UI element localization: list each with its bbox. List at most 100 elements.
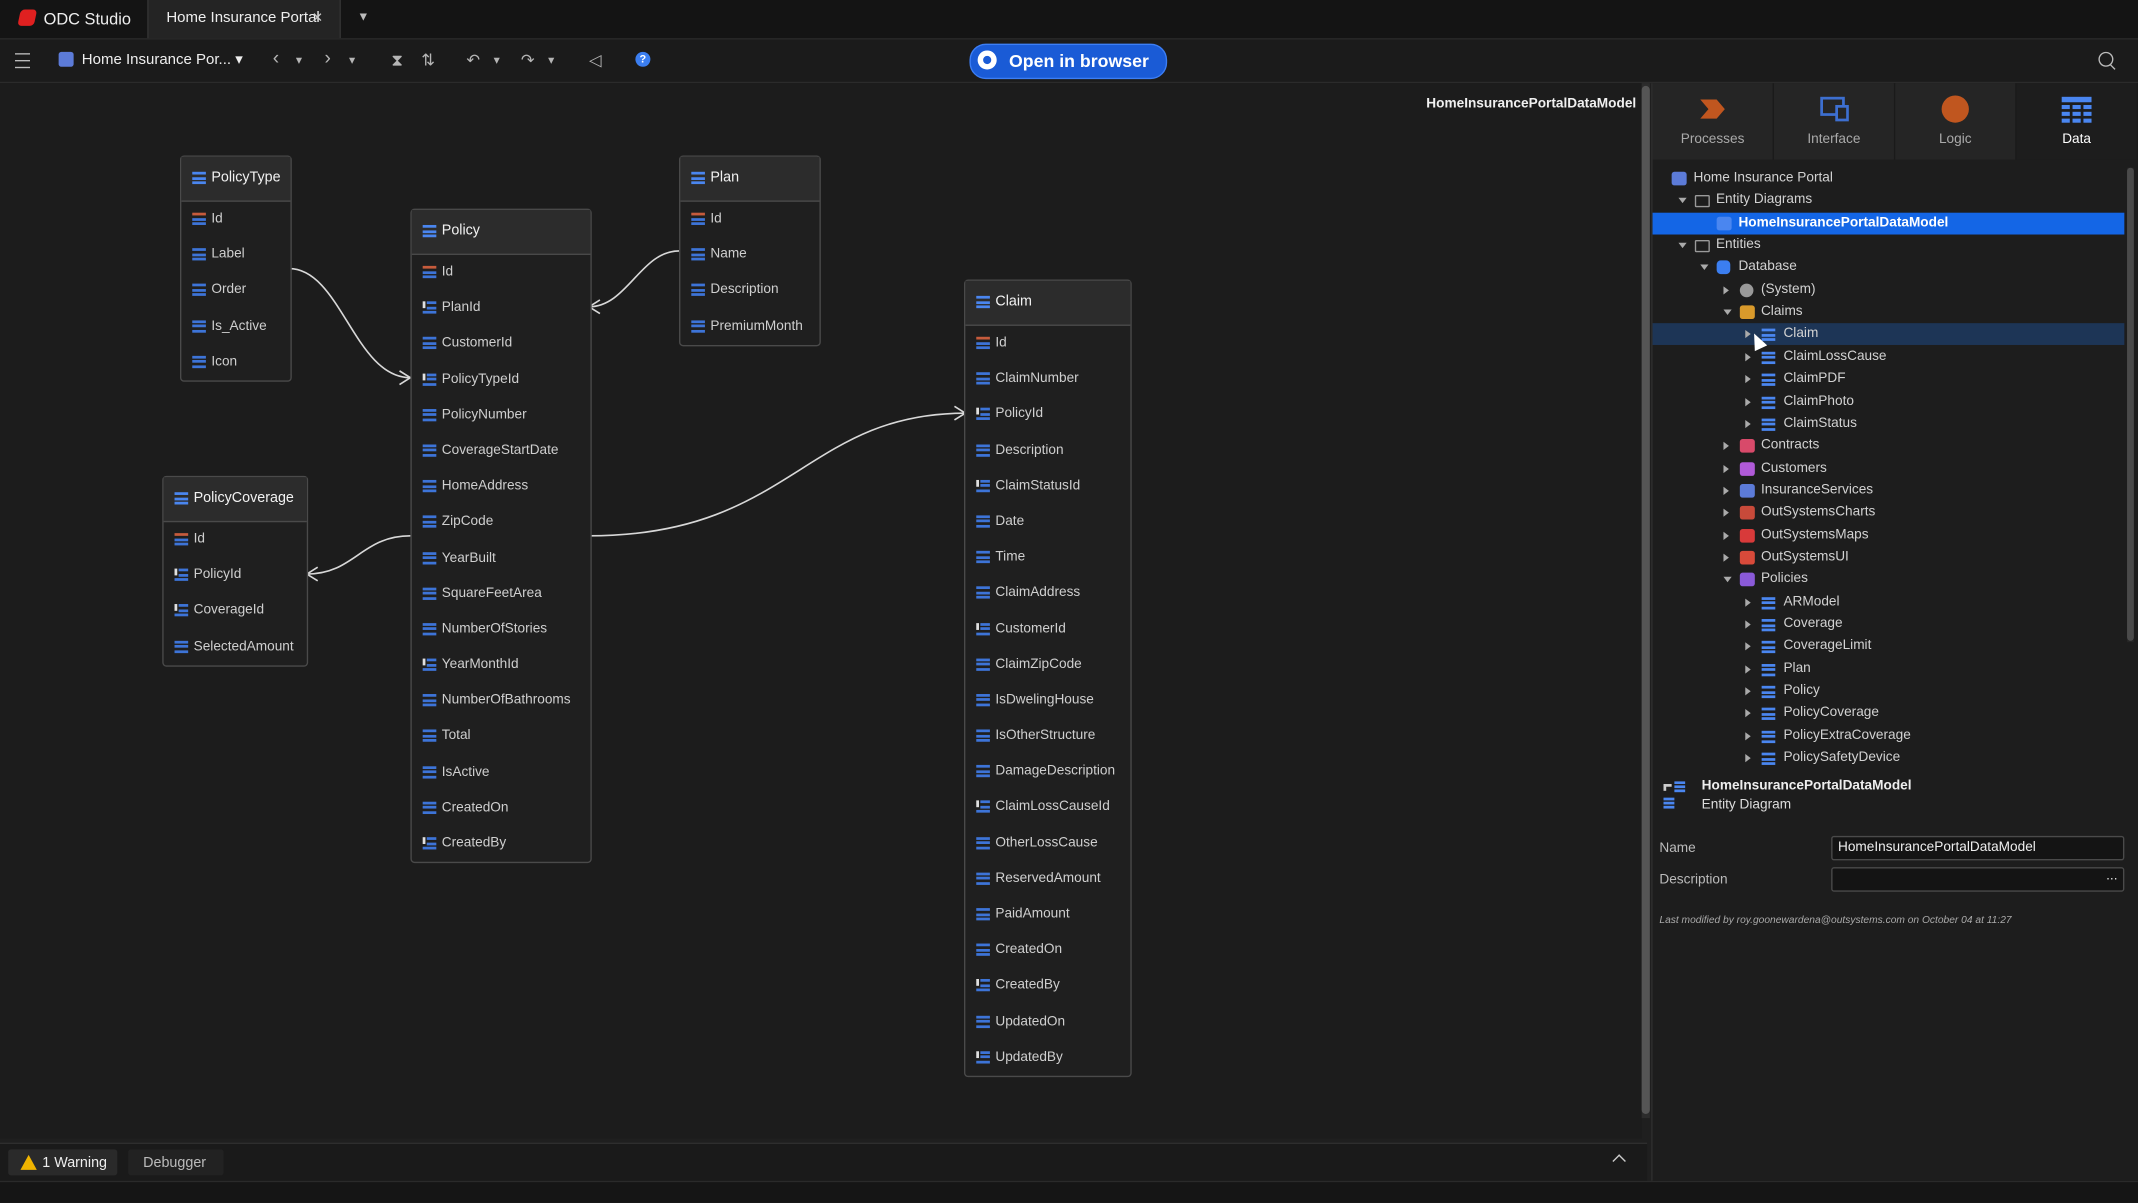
entity-attribute[interactable]: ZipCode	[412, 505, 591, 541]
publish-icon[interactable]: ⧗	[391, 50, 403, 70]
entity-attribute[interactable]: Is_Active	[181, 309, 290, 345]
back-icon[interactable]: ‹	[272, 46, 280, 69]
entity-attribute[interactable]: HomeAddress	[412, 469, 591, 505]
expand-arrow-icon[interactable]	[1745, 598, 1751, 607]
tree-item-coverage[interactable]: Coverage	[1653, 614, 2125, 636]
entity-attribute[interactable]: ClaimAddress	[965, 576, 1130, 612]
undo-chevron-icon[interactable]: ▾	[493, 53, 500, 67]
expand-arrow-icon[interactable]	[1745, 397, 1751, 406]
entity-attribute[interactable]: SelectedAmount	[164, 629, 307, 665]
expand-arrow-icon[interactable]	[1745, 687, 1751, 696]
entity-attribute[interactable]: CustomerId	[965, 612, 1130, 648]
forward-icon[interactable]: ›	[324, 46, 331, 69]
entity-attribute[interactable]: SquareFeetArea	[412, 576, 591, 612]
entity-attribute[interactable]: Description	[965, 433, 1130, 469]
collapse-arrow-icon[interactable]	[1700, 265, 1709, 271]
entity-attribute[interactable]: NumberOfStories	[412, 612, 591, 648]
entity-attribute[interactable]: CoverageStartDate	[412, 434, 591, 470]
entity-attribute[interactable]: CoverageId	[164, 594, 307, 630]
entity-attribute[interactable]: Id	[164, 522, 307, 558]
expand-arrow-icon[interactable]	[1722, 531, 1729, 540]
tree-item-outsystemscharts[interactable]: OutSystemsCharts	[1653, 502, 2125, 524]
expand-arrow-icon[interactable]	[1722, 442, 1729, 451]
entity-attribute[interactable]: Time	[965, 540, 1130, 576]
entity-attribute[interactable]: ClaimZipCode	[965, 647, 1130, 683]
entity-attribute[interactable]: OtherLossCause	[965, 826, 1130, 862]
tree-item-insuranceservices[interactable]: InsuranceServices	[1653, 480, 2125, 502]
compare-merge-icon[interactable]: ⇅	[421, 50, 436, 70]
entity-attribute[interactable]: Label	[181, 238, 290, 274]
tab-processes[interactable]: Processes	[1652, 83, 1774, 160]
tree-item-outsystemsui[interactable]: OutSystemsUI	[1653, 547, 2125, 569]
expand-arrow-icon[interactable]	[1745, 664, 1751, 674]
entity-attribute[interactable]: YearMonthId	[412, 648, 591, 684]
entity-header[interactable]: Claim	[965, 280, 1131, 326]
tree-item-entities[interactable]: Entities	[1653, 235, 2125, 257]
expand-arrow-icon[interactable]	[1745, 731, 1751, 741]
entity-attribute[interactable]: CustomerId	[412, 326, 591, 362]
entity-attribute[interactable]: IsDwelingHouse	[965, 683, 1130, 719]
expand-arrow-icon[interactable]	[1745, 419, 1751, 428]
tree-item-policyextracoverage[interactable]: PolicyExtraCoverage	[1653, 725, 2125, 747]
tree-item-claimstatus[interactable]: ClaimStatus	[1653, 413, 2125, 435]
redo-chevron-icon[interactable]: ▾	[548, 53, 555, 67]
entity-attribute[interactable]: Name	[680, 238, 819, 274]
expand-arrow-icon[interactable]	[1722, 553, 1729, 562]
tree-item-entity-diagrams[interactable]: Entity Diagrams	[1653, 190, 2125, 212]
undo-icon[interactable]: ↶	[466, 50, 481, 70]
tree-item-policysafetydevice[interactable]: PolicySafetyDevice	[1653, 747, 2125, 769]
tree-item-home-insurance-portal[interactable]: Home Insurance Portal	[1653, 168, 2125, 190]
entity-attribute[interactable]: IsOtherStructure	[965, 719, 1130, 755]
tree-item-plan[interactable]: Plan	[1653, 658, 2125, 680]
expand-arrow-icon[interactable]	[1745, 352, 1751, 362]
entity-header[interactable]: PolicyType	[181, 156, 291, 202]
tab-home-insurance-portal[interactable]: Home Insurance Portal ×	[147, 0, 341, 39]
menu-icon[interactable]	[14, 53, 30, 69]
entity-attribute[interactable]: Total	[412, 719, 591, 755]
tree-item-contracts[interactable]: Contracts	[1653, 435, 2125, 457]
description-expand-button[interactable]: ...	[2106, 868, 2118, 884]
entity-attribute[interactable]: PolicyId	[965, 397, 1130, 433]
entity-attribute[interactable]: Description	[680, 273, 819, 309]
tree-item-claimlosscause[interactable]: ClaimLossCause	[1653, 346, 2125, 368]
entity-attribute[interactable]: CreatedBy	[965, 969, 1130, 1005]
expand-arrow-icon[interactable]	[1745, 642, 1751, 651]
collapse-arrow-icon[interactable]	[1722, 309, 1731, 316]
entity-attribute[interactable]: Order	[181, 273, 290, 309]
tree-item-claimphoto[interactable]: ClaimPhoto	[1653, 391, 2125, 413]
collapse-arrow-icon[interactable]	[1677, 242, 1686, 249]
expand-arrow-icon[interactable]	[1745, 620, 1751, 629]
tree-item-outsystemsmaps[interactable]: OutSystemsMaps	[1653, 524, 2125, 546]
redo-icon[interactable]: ↷	[520, 50, 535, 70]
entity-attribute[interactable]: CreatedOn	[412, 791, 591, 827]
warnings-tab[interactable]: 1 Warning	[8, 1149, 118, 1176]
tree-item-claimpdf[interactable]: ClaimPDF	[1653, 368, 2125, 390]
entity-attribute[interactable]: UpdatedBy	[965, 1040, 1130, 1076]
entity-attribute[interactable]: IsActive	[412, 755, 591, 791]
expand-arrow-icon[interactable]	[1722, 285, 1729, 295]
tree-item-database[interactable]: Database	[1653, 257, 2125, 279]
expand-arrow-icon[interactable]	[1745, 754, 1751, 763]
tree-item-customers[interactable]: Customers	[1653, 458, 2125, 480]
expand-arrow-icon[interactable]	[1722, 464, 1729, 473]
entity-attribute[interactable]: ReservedAmount	[965, 861, 1130, 897]
entity-attribute[interactable]: PremiumMonth	[680, 309, 819, 345]
entity-attribute[interactable]: UpdatedOn	[965, 1004, 1130, 1040]
entity-attribute[interactable]: NumberOfBathrooms	[412, 683, 591, 719]
entity-attribute[interactable]: Id	[181, 202, 290, 238]
entity-attribute[interactable]: PolicyNumber	[412, 398, 591, 434]
tab-logic[interactable]: Logic	[1895, 83, 2017, 160]
entity-attribute[interactable]: PolicyId	[164, 558, 307, 594]
entity-attribute[interactable]: DamageDescription	[965, 754, 1130, 790]
expand-panel-chevron-icon[interactable]	[1612, 1154, 1626, 1168]
tree-item-armodel[interactable]: ARModel	[1653, 591, 2125, 613]
debugger-tab[interactable]: Debugger	[128, 1149, 224, 1176]
tab-interface[interactable]: Interface	[1773, 83, 1896, 160]
entity-attribute[interactable]: YearBuilt	[412, 541, 591, 577]
tree-item-homeinsuranceportaldatamodel[interactable]: HomeInsurancePortalDataModel	[1652, 212, 2125, 235]
entity-header[interactable]: PolicyCoverage	[163, 477, 307, 523]
